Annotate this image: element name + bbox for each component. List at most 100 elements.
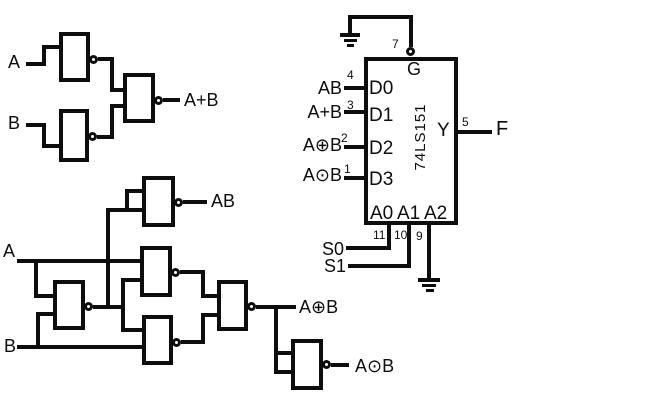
xnor-output-label: A⊙B — [355, 356, 395, 376]
nand-gate-body — [140, 246, 172, 297]
nand-gate-body — [142, 315, 173, 365]
or-output-label: A+B — [184, 90, 219, 110]
wire — [201, 313, 217, 317]
wire — [17, 259, 140, 263]
wire — [344, 176, 364, 180]
wire — [34, 294, 53, 298]
wire — [458, 130, 492, 134]
wire — [34, 259, 38, 298]
mux-output-signal-label: F — [496, 118, 509, 140]
xor-output-label: A⊕B — [299, 297, 339, 317]
wire — [201, 270, 205, 298]
wire — [348, 264, 411, 268]
wire — [42, 45, 59, 49]
wire — [125, 189, 129, 208]
mux-input-signal-label: A⊙B — [302, 165, 342, 185]
wire — [183, 200, 207, 204]
wire — [344, 145, 364, 149]
pin-number: 2 — [341, 131, 348, 145]
inversion-bubble-icon — [174, 198, 183, 207]
mux-port-label: D0 — [369, 78, 394, 99]
or-input-b-label: B — [8, 113, 21, 133]
wire — [201, 294, 217, 298]
select-signal-label: S1 — [324, 256, 347, 276]
mux-part-number: 74LS151 — [412, 103, 429, 171]
wire — [427, 225, 431, 280]
select-signal-label: S0 — [322, 239, 345, 259]
inversion-bubble-icon — [154, 96, 163, 105]
wire — [348, 15, 411, 19]
mux-port-label: D3 — [369, 169, 394, 190]
inversion-bubble-icon — [88, 132, 97, 141]
mux-input-signal-label: A+B — [307, 102, 342, 122]
nand-gate-body — [291, 339, 323, 390]
wire — [26, 62, 42, 66]
pin-number: 5 — [462, 115, 469, 129]
wire — [344, 110, 364, 114]
network-input-b-label: B — [4, 336, 17, 356]
wire — [110, 104, 123, 108]
wire — [106, 208, 142, 212]
wire — [346, 246, 391, 250]
wire — [110, 104, 114, 139]
mux-chip-body — [364, 57, 458, 225]
wire — [180, 270, 205, 274]
wire — [201, 313, 205, 344]
pin-number: 10 — [394, 228, 408, 242]
wire — [42, 45, 46, 66]
pin-number: 9 — [416, 229, 423, 243]
wire — [344, 86, 364, 90]
nand-gate-body — [217, 280, 248, 331]
wire — [121, 278, 125, 332]
pin-number: 3 — [347, 98, 354, 112]
wire — [17, 345, 142, 349]
mux-select-port-label: A0 — [370, 203, 394, 224]
wire — [97, 135, 110, 139]
wire — [387, 225, 391, 250]
inversion-bubble-icon — [84, 302, 93, 311]
wire — [106, 208, 110, 309]
nand-gate-body — [53, 280, 85, 330]
wire — [93, 305, 125, 309]
nand-gate-body — [59, 109, 89, 162]
wire — [348, 15, 352, 34]
wire — [181, 340, 205, 344]
mux-select-port-label: A2 — [424, 203, 448, 224]
pin-number: 11 — [373, 228, 386, 242]
nand-gate-body — [142, 176, 175, 227]
wire — [36, 312, 40, 349]
wire — [98, 57, 112, 61]
wire — [42, 123, 46, 148]
inversion-bubble-icon — [172, 338, 181, 347]
inversion-bubble-icon — [322, 360, 331, 369]
mux-select-port-label: A1 — [397, 203, 421, 224]
wire — [409, 15, 413, 47]
inversion-bubble-icon — [406, 47, 415, 56]
wire — [407, 225, 411, 268]
mux-port-label: D1 — [369, 105, 394, 126]
inversion-bubble-icon — [89, 55, 98, 64]
wire — [331, 363, 349, 367]
wire — [110, 57, 114, 92]
mux-enable-port-label: G — [407, 59, 422, 79]
wire — [125, 189, 142, 193]
wire — [121, 328, 142, 332]
inversion-bubble-icon — [171, 268, 180, 277]
wire — [121, 278, 140, 282]
pin-number: 1 — [344, 162, 351, 176]
wire — [274, 351, 291, 355]
mux-port-label: D2 — [369, 138, 394, 159]
mux-input-signal-label: AB — [317, 78, 342, 98]
wire — [163, 98, 180, 102]
pin-number: 4 — [347, 68, 354, 82]
wire — [36, 312, 53, 316]
mux-output-port-label: Y — [437, 120, 450, 141]
wire — [110, 88, 123, 92]
wire — [274, 305, 278, 374]
and-output-label: AB — [211, 191, 236, 211]
mux-input-signal-label: A⊕B — [302, 135, 342, 155]
wire — [42, 144, 59, 148]
wire — [274, 370, 291, 374]
nand-gate-body — [59, 32, 90, 82]
